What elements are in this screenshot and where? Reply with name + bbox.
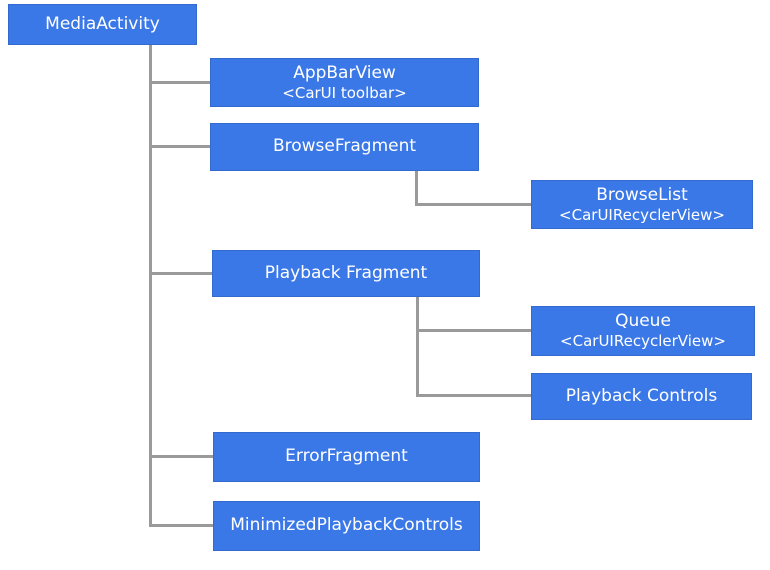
- node-media-activity: MediaActivity: [8, 4, 197, 45]
- connector-line-errorfragment-branch: [149, 455, 214, 458]
- node-playback-controls: Playback Controls: [531, 373, 752, 420]
- node-app-bar-view: AppBarView <CarUI toolbar>: [210, 58, 479, 107]
- node-queue: Queue <CarUIRecyclerView>: [531, 306, 755, 356]
- node-sublabel: <CarUIRecyclerView>: [560, 332, 726, 351]
- node-browse-fragment: BrowseFragment: [210, 123, 479, 171]
- connector-line-playbackfragment-branch: [149, 272, 213, 275]
- node-label: ErrorFragment: [285, 446, 408, 467]
- connector-line-browselist-horizontal: [415, 203, 531, 206]
- connector-line-trunk-vertical: [149, 45, 152, 527]
- node-label: MediaActivity: [45, 13, 160, 34]
- connector-line-browselist-vertical: [415, 171, 418, 206]
- node-label: Queue: [615, 311, 671, 331]
- node-label: BrowseList: [596, 184, 688, 205]
- node-browse-list: BrowseList <CarUIRecyclerView>: [531, 180, 753, 229]
- node-label: BrowseFragment: [272, 136, 417, 157]
- connector-line-minimizedplaybackcontrols-branch: [149, 524, 214, 527]
- connector-line-queue-horizontal: [416, 329, 531, 332]
- node-error-fragment: ErrorFragment: [213, 432, 480, 482]
- connector-line-playbackcontrols-horizontal: [416, 394, 531, 397]
- node-sublabel: <CarUIRecyclerView>: [559, 205, 725, 224]
- node-minimized-playback-controls: MinimizedPlaybackControls: [213, 501, 480, 551]
- node-sublabel: <CarUI toolbar>: [282, 83, 407, 102]
- connector-line-playback-children-vertical: [416, 297, 419, 397]
- node-label: AppBarView: [293, 62, 396, 83]
- node-label: Playback Fragment: [264, 262, 428, 283]
- connector-line-browsefragment-branch: [149, 145, 211, 148]
- node-label: MinimizedPlaybackControls: [230, 515, 463, 536]
- node-playback-fragment: Playback Fragment: [212, 250, 480, 297]
- connector-line-appbarview-branch: [149, 81, 211, 84]
- node-label: Playback Controls: [565, 385, 718, 406]
